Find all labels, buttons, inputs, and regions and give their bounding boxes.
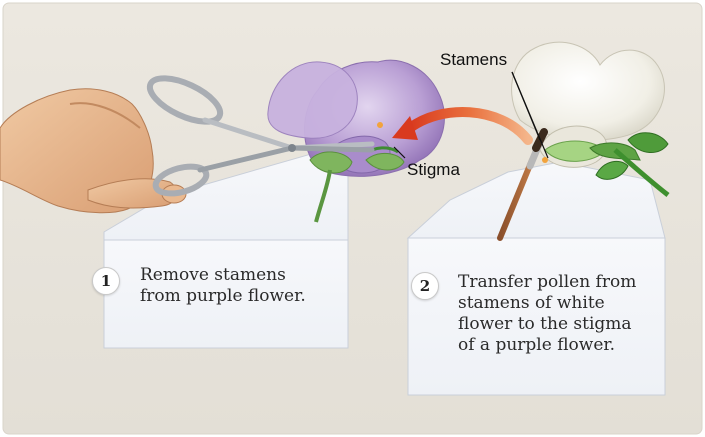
step-1-line-2: from purple flower.: [140, 286, 306, 307]
step-2-number-badge: 2: [411, 272, 439, 300]
step-2-line-4: of a purple flower.: [458, 335, 636, 356]
step-1-number-badge: 1: [92, 267, 120, 295]
stigma-label: Stigma: [407, 160, 460, 180]
step-2-line-3: flower to the stigma: [458, 314, 636, 335]
step-2-line-1: Transfer pollen from: [458, 272, 636, 293]
step-2-line-2: stamens of white: [458, 293, 636, 314]
step-1-caption: Remove stamens from purple flower.: [140, 265, 306, 307]
step-2-caption: Transfer pollen from stamens of white fl…: [458, 272, 636, 356]
stamens-label: Stamens: [440, 50, 507, 70]
step-1-line-1: Remove stamens: [140, 265, 306, 286]
